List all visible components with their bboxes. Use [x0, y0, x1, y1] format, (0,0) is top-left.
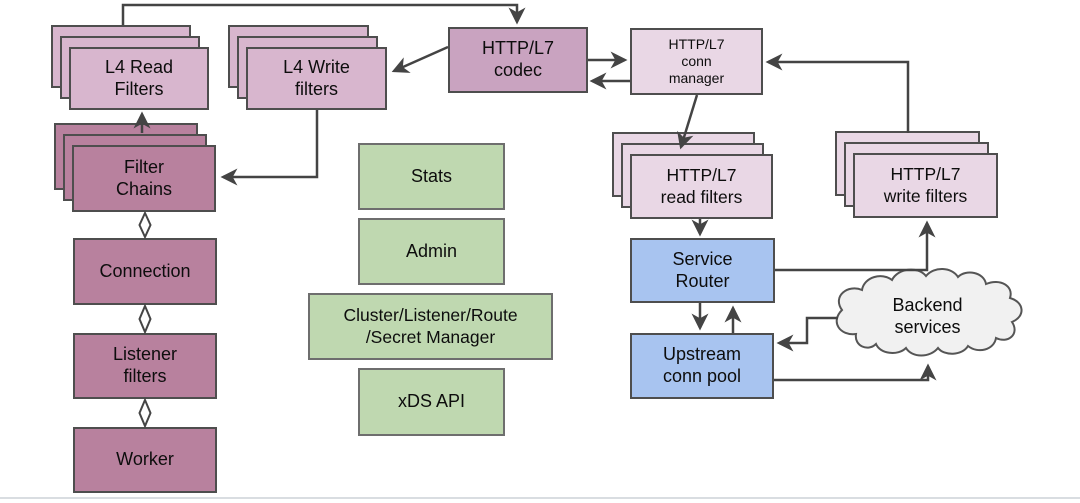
node-filter-chains: Filter Chains	[54, 123, 216, 212]
node-backend-services-label: Backend services	[892, 295, 963, 337]
node-l4-read-filters: L4 Read Filters	[51, 25, 209, 110]
node-label: Filter Chains	[72, 145, 216, 212]
diamond-connector-connection-listener	[138, 303, 152, 335]
node-http-l7-codec: HTTP/L7 codec	[448, 27, 588, 93]
node-stats: Stats	[358, 143, 505, 210]
edge-backend-to-upstream	[776, 316, 838, 352]
bottom-divider	[0, 497, 1080, 499]
edge-upstream-to-backend	[774, 363, 937, 382]
diamond-connector-filterchains-connection	[138, 210, 152, 240]
node-label: HTTP/L7 read filters	[630, 154, 773, 219]
node-label: HTTP/L7 write filters	[853, 153, 998, 218]
node-label: L4 Write filters	[246, 47, 387, 110]
node-connection: Connection	[73, 238, 217, 305]
node-l4-write-filters: L4 Write filters	[228, 25, 387, 110]
node-xds-api: xDS API	[358, 368, 505, 436]
node-upstream-conn-pool: Upstream conn pool	[630, 333, 774, 399]
node-listener-filters: Listener filters	[73, 333, 217, 399]
edge-writefilters-to-connmgr	[765, 53, 910, 133]
node-http-l7-conn-manager: HTTP/L7 conn manager	[630, 28, 763, 95]
diamond-connector-listener-worker	[138, 397, 152, 429]
node-admin: Admin	[358, 218, 505, 285]
node-http-l7-write-filters: HTTP/L7 write filters	[835, 131, 998, 218]
edge-l4read-to-codec	[121, 3, 526, 25]
edge-router-to-writefilters	[775, 220, 936, 272]
edge-l4write-to-filterchains	[220, 110, 319, 186]
node-service-router: Service Router	[630, 238, 775, 303]
node-worker: Worker	[73, 427, 217, 493]
node-http-l7-read-filters: HTTP/L7 read filters	[612, 132, 773, 219]
edge-codec-to-l4write	[391, 45, 449, 73]
node-cluster-listener-route-secret-manager: Cluster/Listener/Route /Secret Manager	[308, 293, 553, 360]
node-label: L4 Read Filters	[69, 47, 209, 110]
